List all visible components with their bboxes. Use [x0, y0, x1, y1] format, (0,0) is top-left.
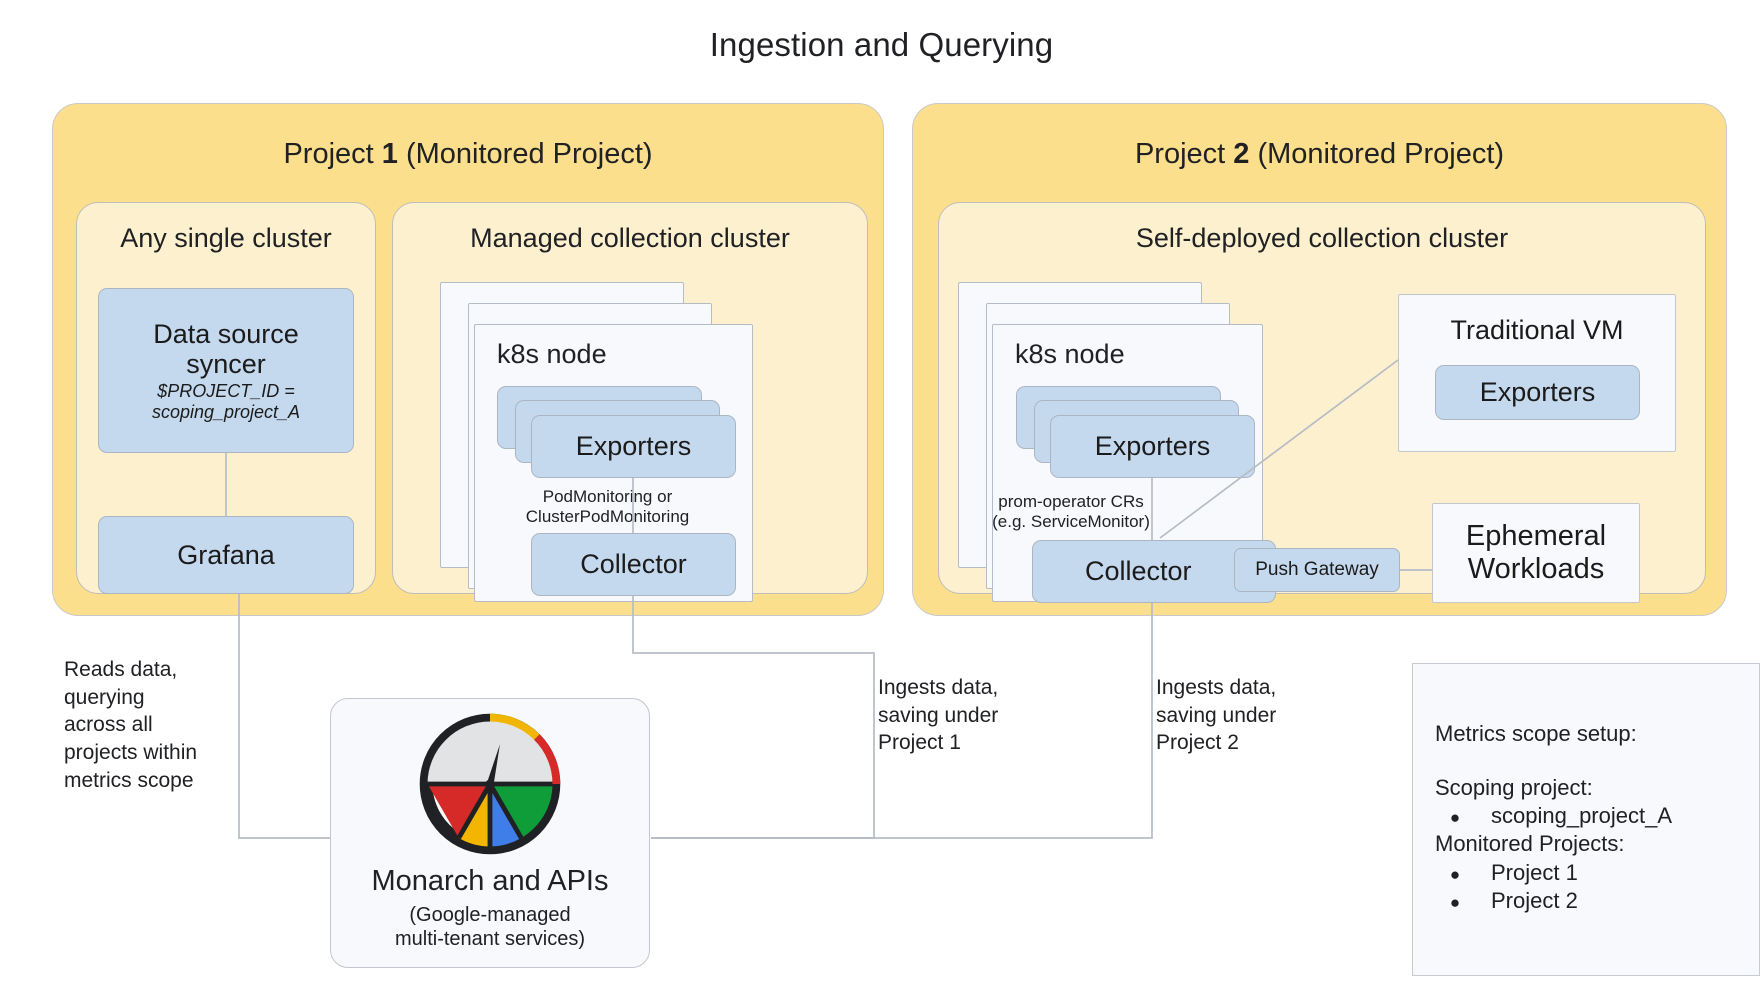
traditional-vm-title: Traditional VM	[1450, 315, 1624, 345]
self-deployed-collection-cluster-title: Self-deployed collection cluster	[1135, 223, 1509, 253]
legend-item-project-2: ● Project 2	[1435, 887, 1759, 915]
grafana-box[interactable]: Grafana	[98, 516, 354, 594]
exporters-box[interactable]: Exporters	[531, 415, 736, 478]
push-gateway-label: Push Gateway	[1255, 559, 1379, 581]
managed-collection-cluster-title: Managed collection cluster	[470, 223, 790, 253]
caption-ingest-project-2: Ingests data, saving under Project 2	[1156, 676, 1277, 755]
legend-heading: Metrics scope setup:	[1435, 721, 1637, 746]
bullet-icon: ●	[1449, 892, 1461, 912]
page-title: Ingestion and Querying	[709, 26, 1054, 63]
monarch-title: Monarch and APIs	[371, 865, 609, 897]
legend-item-scoping-project-a: ● scoping_project_A	[1435, 802, 1759, 830]
collector-box-project-1[interactable]: Collector	[531, 533, 736, 596]
traditional-vm-exporters-label: Exporters	[1479, 377, 1596, 408]
edge-collector-p1-to-monarch	[632, 596, 875, 839]
any-single-cluster-title: Any single cluster	[120, 223, 332, 253]
exporters-box-p2[interactable]: Exporters	[1050, 415, 1255, 478]
bullet-icon: ●	[1449, 808, 1461, 828]
legend-monitored-heading: Monitored Projects:	[1435, 831, 1625, 857]
legend-monitored-item-label-1: Project 1	[1491, 859, 1578, 885]
collector-label-project-1: Collector	[580, 549, 687, 580]
exporters-label: Exporters	[575, 431, 692, 462]
caption-ingest-project-1: Ingests data, saving under Project 1	[878, 676, 999, 755]
podmonitoring-edge-label: PodMonitoring or ClusterPodMonitoring	[525, 487, 690, 526]
caption-grafana-read: Reads data, querying across all projects…	[64, 658, 198, 792]
project-2-title: Project 2 (Monitored Project)	[1134, 138, 1505, 170]
legend-item-project-1: ● Project 1	[1435, 859, 1759, 887]
ephemeral-workloads-box[interactable]: Ephemeral Workloads	[1432, 503, 1640, 603]
gauge-icon	[419, 713, 561, 855]
k8s-node-label: k8s node	[497, 339, 607, 369]
project-1-title: Project 1 (Monitored Project)	[283, 138, 653, 170]
legend-scoping-heading: Scoping project:	[1435, 775, 1593, 801]
grafana-label: Grafana	[177, 539, 275, 570]
ephemeral-workloads-label: Ephemeral Workloads	[1465, 519, 1607, 585]
collector-label-project-2: Collector	[1085, 556, 1192, 587]
push-gateway-box[interactable]: Push Gateway	[1234, 548, 1400, 592]
traditional-vm-exporters-box[interactable]: Exporters	[1435, 365, 1640, 420]
k8s-node-label-p2: k8s node	[1015, 339, 1125, 369]
legend-scoping-item-label: scoping_project_A	[1491, 803, 1673, 829]
data-source-syncer-label: Data source syncer	[153, 318, 299, 379]
data-source-syncer-sublabel: $PROJECT_ID = scoping_project_A	[151, 381, 301, 422]
data-source-syncer-box[interactable]: Data source syncer $PROJECT_ID = scoping…	[98, 288, 354, 453]
monarch-and-apis-box[interactable]: Monarch and APIs (Google-managed multi-t…	[330, 698, 650, 968]
exporters-label-p2: Exporters	[1094, 431, 1211, 462]
traditional-vm-box[interactable]: Traditional VM Exporters	[1398, 294, 1676, 452]
monarch-subtitle: (Google-managed multi-tenant services)	[394, 904, 586, 950]
prom-operator-edge-label: prom-operator CRs (e.g. ServiceMonitor)	[992, 492, 1150, 531]
metrics-scope-legend: Metrics scope setup: Scoping project: ● …	[1412, 663, 1760, 976]
bullet-icon: ●	[1449, 864, 1461, 884]
legend-monitored-item-label-2: Project 2	[1491, 887, 1578, 913]
